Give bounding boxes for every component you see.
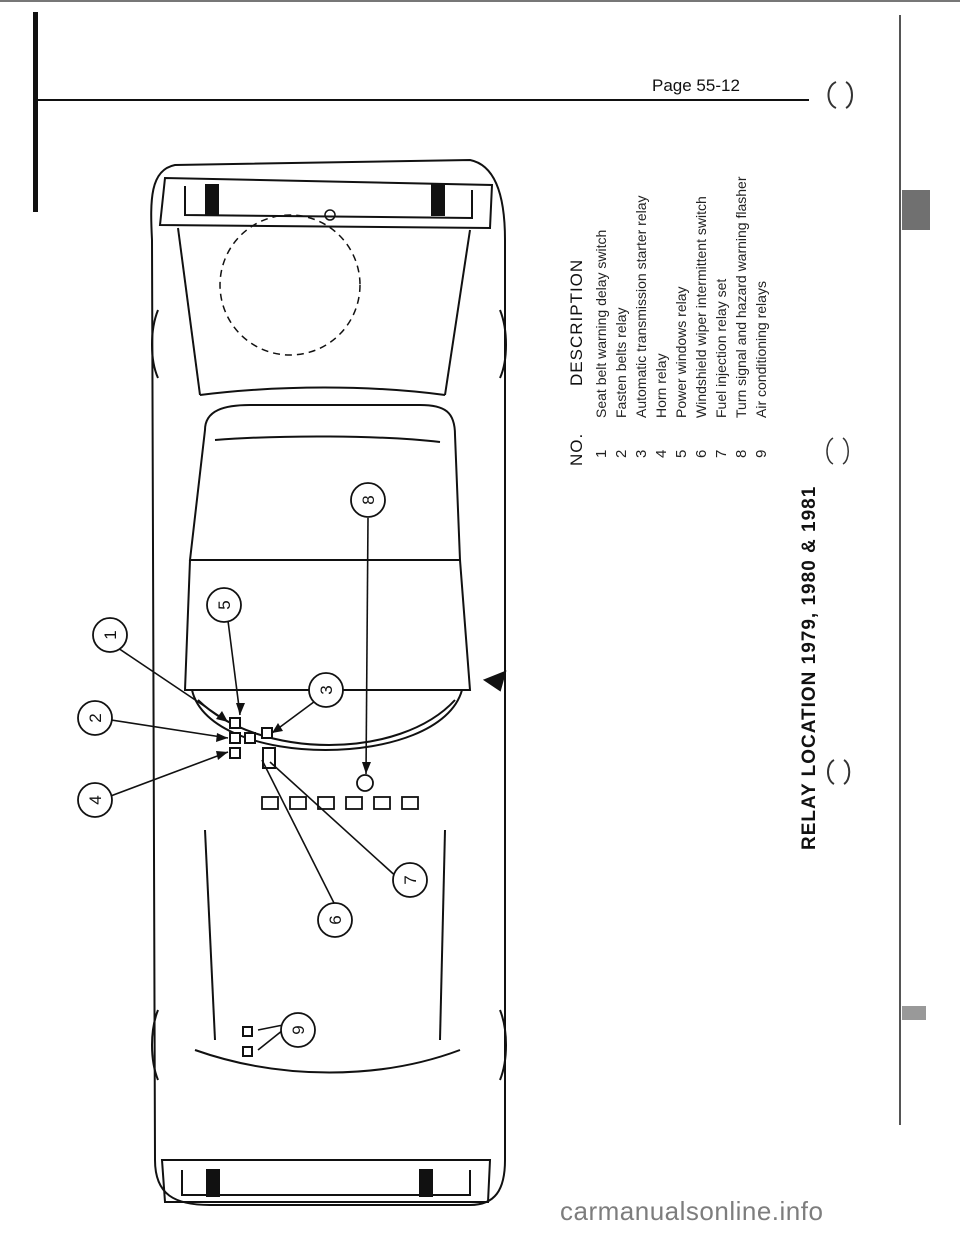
rear-bumper	[160, 1159, 492, 1203]
rear-shelf-vents	[261, 796, 419, 810]
flasher-location	[356, 774, 374, 792]
callout-circle-8	[350, 482, 386, 518]
windshield-area	[188, 404, 462, 561]
binder-hole-top	[827, 81, 837, 109]
row-description: Power windows relay	[673, 286, 689, 419]
callout-circle-5	[206, 587, 242, 623]
relay-blocks	[229, 717, 276, 1057]
row-num: 9	[753, 449, 770, 458]
row-description: Seat belt warning delay switch	[593, 229, 609, 418]
leader-1	[117, 647, 229, 723]
rear-wheel-left	[151, 1009, 159, 1081]
callout-7: 7	[401, 875, 420, 884]
row-num: 1	[593, 449, 610, 458]
callout-circle-6	[317, 902, 353, 938]
callout-circle-9	[280, 1012, 316, 1048]
callout-6: 6	[326, 915, 345, 924]
side-mirror	[482, 670, 507, 692]
callout-5: 5	[215, 600, 234, 609]
leader-9b	[257, 1029, 284, 1051]
callout-2: 2	[86, 713, 105, 722]
callout-circle-1	[92, 617, 128, 653]
row-num: 7	[713, 449, 730, 458]
leader-4	[99, 751, 229, 801]
scan-artifact	[902, 190, 930, 230]
leader-8	[365, 517, 369, 775]
callout-circle-4	[77, 782, 113, 818]
leader-9a	[257, 1024, 284, 1031]
binder-hole-middle	[826, 437, 834, 465]
row-description: Windshield wiper intermittent switch	[693, 196, 709, 418]
row-num: 3	[633, 449, 650, 458]
row-description: Horn relay	[653, 353, 669, 418]
callout-circle-3	[308, 672, 344, 708]
leader-6	[261, 759, 336, 906]
binding-bar	[33, 12, 38, 212]
row-description: Turn signal and hazard warning flasher	[733, 176, 749, 418]
front-wheel-left	[151, 309, 159, 379]
binder-hole-bottom	[827, 759, 835, 785]
header-rule	[36, 99, 809, 101]
front-wheel-right	[499, 309, 507, 379]
row-num: 6	[693, 449, 710, 458]
callout-9: 9	[289, 1025, 308, 1034]
callout-8: 8	[359, 495, 378, 504]
car-body-outline	[150, 158, 506, 1206]
leader-2	[97, 717, 229, 739]
table-description-header: DESCRIPTION	[567, 258, 586, 386]
row-num: 4	[653, 449, 670, 458]
table-number-header: NO.	[567, 432, 586, 466]
callout-circle-2	[77, 700, 113, 736]
callout-4: 4	[86, 795, 105, 804]
leader-7	[269, 761, 401, 881]
callout-1: 1	[101, 630, 120, 639]
row-num: 5	[673, 449, 690, 458]
rear-window	[191, 689, 463, 751]
callout-3: 3	[317, 685, 336, 694]
leader-5	[225, 604, 241, 716]
row-num: 2	[613, 449, 630, 458]
row-description: Fasten belts relay	[613, 307, 629, 419]
figure-caption: RELAY LOCATION 1979, 1980 & 1981	[799, 485, 820, 850]
rear-wheel-right	[499, 1009, 507, 1081]
callout-circle-7	[392, 862, 428, 898]
row-description: Air conditioning relays	[753, 281, 769, 418]
scan-edge-right	[899, 15, 901, 1125]
watermark: carmanualsonline.info	[560, 1196, 824, 1226]
page-number: Page 55-12	[652, 76, 740, 95]
row-description: Automatic transmission starter relay	[633, 195, 649, 418]
spare-wheel-outline	[219, 214, 361, 356]
scan-edge-line	[0, 0, 960, 2]
front-bumper	[158, 176, 494, 230]
row-num: 8	[733, 449, 750, 458]
row-description: Fuel injection relay set	[713, 278, 729, 418]
